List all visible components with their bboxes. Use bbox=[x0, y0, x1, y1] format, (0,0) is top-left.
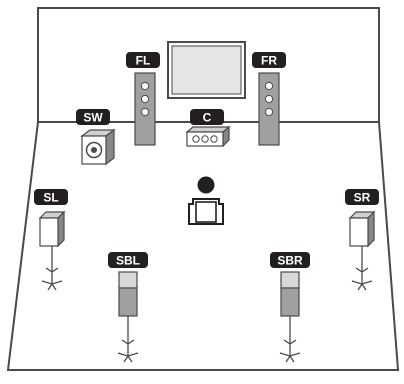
speaker-sl-stand bbox=[41, 246, 63, 291]
speaker-fr: FR bbox=[252, 52, 286, 146]
speaker-sr-stand bbox=[351, 246, 373, 291]
speaker-fl-label-bg bbox=[126, 52, 160, 68]
listener-icon bbox=[188, 176, 224, 225]
speaker-sbr-label-bg bbox=[270, 252, 310, 268]
speaker-sr-label: SR bbox=[354, 191, 371, 205]
speaker-sbl-stand bbox=[117, 316, 139, 363]
speaker-sl: SL bbox=[34, 189, 68, 291]
speaker-fl: FL bbox=[126, 52, 160, 146]
speaker-sbl: SBL bbox=[108, 252, 148, 363]
speaker-sw-label-bg bbox=[76, 109, 110, 125]
floor-outline bbox=[6, 121, 400, 371]
speaker-sl-box bbox=[38, 210, 66, 248]
speaker-fl-label: FL bbox=[136, 54, 151, 68]
speaker-sbr: SBR bbox=[270, 252, 310, 363]
speaker-sbl-label-bg bbox=[108, 252, 148, 268]
speaker-c: C bbox=[185, 109, 231, 148]
speaker-sbl-label: SBL bbox=[116, 254, 140, 268]
speaker-sbr-stand bbox=[279, 316, 301, 363]
speaker-fr-label: FR bbox=[261, 54, 277, 68]
speaker-sbr-label: SBR bbox=[277, 254, 303, 268]
speaker-sbl-box bbox=[118, 271, 138, 317]
speaker-sr-box bbox=[348, 210, 376, 248]
speaker-fr-label-bg bbox=[252, 52, 286, 68]
speaker-sw-label: SW bbox=[83, 111, 103, 125]
speaker-sw-box bbox=[80, 128, 116, 166]
speaker-sr-label-bg bbox=[345, 189, 379, 205]
speaker-sr: SR bbox=[345, 189, 379, 291]
tv-screen bbox=[167, 41, 246, 99]
speaker-c-label: C bbox=[203, 111, 212, 125]
speaker-c-box bbox=[185, 125, 231, 148]
speaker-sbr-box bbox=[280, 271, 300, 317]
speaker-c-label-bg bbox=[190, 109, 224, 125]
speaker-sl-label-bg bbox=[34, 189, 68, 205]
speaker-sl-label: SL bbox=[43, 191, 58, 205]
speaker-sw: SW bbox=[76, 109, 116, 166]
